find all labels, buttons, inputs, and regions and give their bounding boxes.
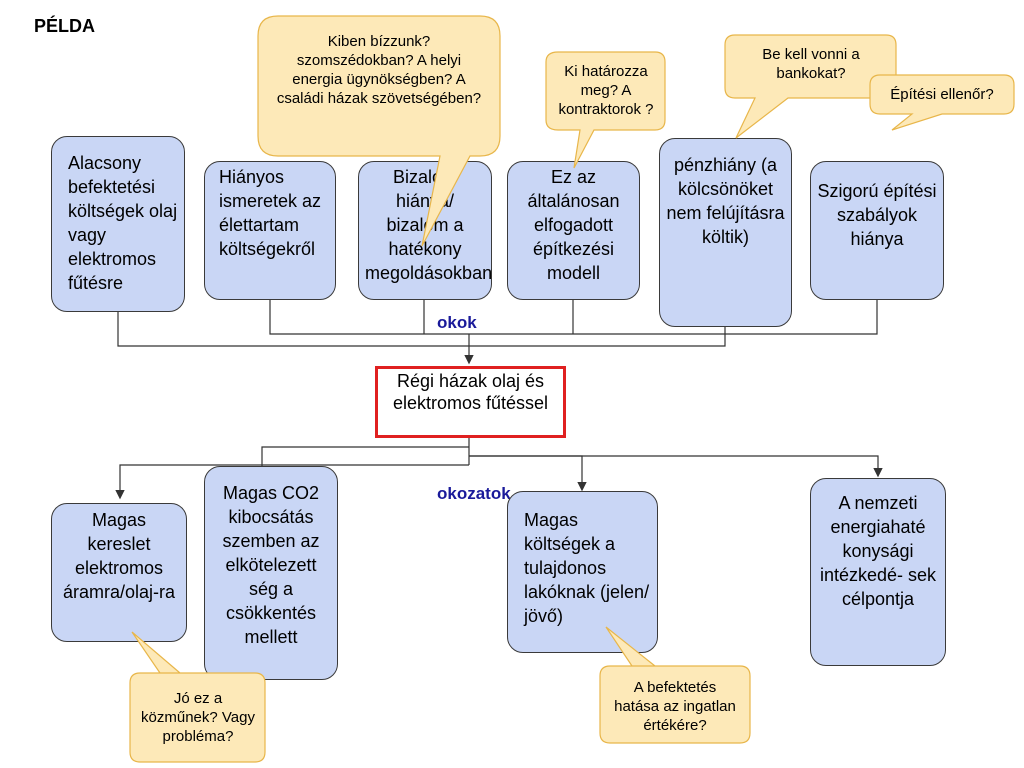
callout-banks: Be kell vonni a bankokat?: [762, 46, 860, 82]
cause-text: Alacsony befektetési költségek olaj vagy…: [68, 153, 178, 293]
cause-box-building-rules: Szigorú építési szabályok hiánya: [810, 161, 944, 300]
effect-text: Magas költségek a tulajdonos lakóknak (j…: [524, 510, 650, 626]
callout-contractors: Ki határozza meg? A kontraktorok ?: [558, 63, 654, 118]
cause-box-lack-knowledge: Hiányos ismeretek az élettartam költsége…: [204, 161, 336, 300]
callout-trust: Kiben bízzunk? szomszédokban? A helyi en…: [276, 33, 482, 107]
callout-utility: Jó ez a közműnek? Vagy probléma?: [141, 690, 255, 745]
page-title: PÉLDA: [34, 16, 96, 36]
effect-box-high-costs: Magas költségek a tulajdonos lakóknak (j…: [507, 491, 658, 653]
cause-text: Szigorú építési szabályok hiánya: [817, 181, 937, 249]
cause-text: Ez az általánosan elfogadott építkezési …: [527, 167, 620, 283]
causes-label: okok: [437, 313, 477, 332]
cause-box-lack-of-money: pénzhiány (a kölcsönöket nem felújításra…: [659, 138, 792, 327]
effect-text: Magas kereslet elektromos áramra/olaj-ra: [62, 510, 176, 602]
central-problem-box: Régi házak olaj és elektromos fűtéssel: [375, 366, 566, 438]
callout-shape-contractors: [545, 51, 666, 169]
cause-text: Hiányos ismeretek az élettartam költsége…: [219, 167, 322, 259]
cause-text: pénzhiány (a kölcsönöket nem felújításra…: [666, 155, 785, 247]
callout-shape-trust: [257, 15, 501, 247]
callout-property-value: A befektetés hatása az ingatlan értékére…: [614, 679, 736, 734]
effect-box-co2: Magas CO2 kibocsátás szemben az elkötele…: [204, 466, 338, 680]
effect-text: Magas CO2 kibocsátás szemben az elkötele…: [222, 483, 320, 647]
cause-box-trust: Bizalom hiánya/ bizalom a hatékony megol…: [358, 161, 492, 300]
effect-text: A nemzeti energiahaté konysági intézkedé…: [819, 493, 937, 609]
effect-box-demand: Magas kereslet elektromos áramra/olaj-ra: [51, 503, 187, 642]
callout-shape-utility: [129, 631, 266, 763]
cause-box-low-investment: Alacsony befektetési költségek olaj vagy…: [51, 136, 185, 312]
cause-box-building-model: Ez az általánosan elfogadott építkezési …: [507, 161, 640, 300]
callout-shape-property-value: [599, 626, 751, 744]
callout-shape-banks: [724, 34, 897, 139]
callout-inspector: Építési ellenőr?: [890, 86, 994, 103]
cause-text: Bizalom hiánya/ bizalom a hatékony megol…: [365, 167, 493, 283]
effects-label: okozatok: [437, 484, 511, 503]
callout-shape-inspector: [869, 74, 1015, 131]
effect-box-national-target: A nemzeti energiahaté konysági intézkedé…: [810, 478, 946, 666]
